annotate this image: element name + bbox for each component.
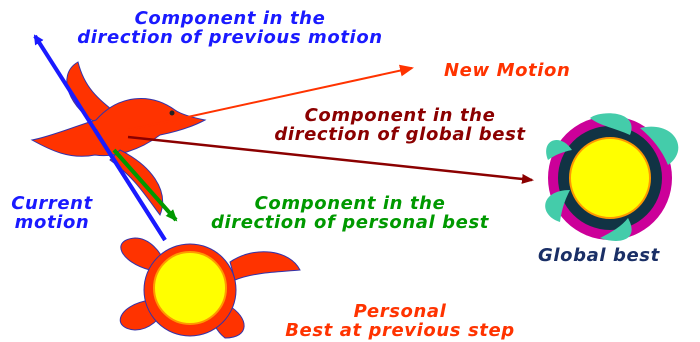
global-best-leaf [545, 190, 570, 222]
label-previous-motion-line2: direction of previous motion [77, 27, 383, 48]
label-previous-motion-line1: Component in the [134, 8, 326, 29]
personal-best-direction-arrow [112, 148, 178, 222]
personal-best-sun [153, 251, 227, 325]
label-personal-best: Personal Best at previous step [240, 302, 560, 340]
personal-best-flipper [229, 251, 301, 281]
label-new-motion: New Motion [444, 60, 571, 81]
new-motion-arrow [127, 64, 414, 131]
personal-best-sun-bird-icon [119, 237, 301, 339]
label-personal-best-line2: Best at previous step [285, 320, 515, 341]
bird-eye [169, 110, 175, 116]
global-best-sun-wreath-icon [545, 113, 679, 241]
label-personal-component: Component in the direction of personal b… [170, 194, 530, 232]
label-current-motion: Current motion [2, 194, 102, 232]
label-personal-component-line2: direction of personal best [211, 212, 489, 233]
global-best-leaf [640, 126, 679, 165]
bird-wing-lower [109, 149, 164, 217]
global-best-direction-arrow [127, 135, 534, 184]
current-motion-line [93, 128, 167, 242]
label-personal-best-line1: Personal [353, 301, 447, 322]
global-best-leaf [590, 113, 632, 135]
label-global-component-line2: direction of global best [274, 124, 526, 145]
label-global-component: Component in the direction of global bes… [240, 106, 560, 144]
label-current-motion-line2: motion [14, 212, 90, 233]
bird-body [30, 98, 207, 157]
label-global-component-line1: Component in the [304, 105, 496, 126]
global-best-sun [569, 137, 651, 219]
label-current-motion-line1: Current [11, 193, 93, 214]
global-best-leaf [600, 218, 632, 241]
label-personal-component-line1: Component in the [254, 193, 446, 214]
global-best-leaf [546, 139, 572, 160]
label-previous-motion: Component in the direction of previous m… [30, 9, 430, 47]
label-global-best: Global best [538, 245, 660, 266]
